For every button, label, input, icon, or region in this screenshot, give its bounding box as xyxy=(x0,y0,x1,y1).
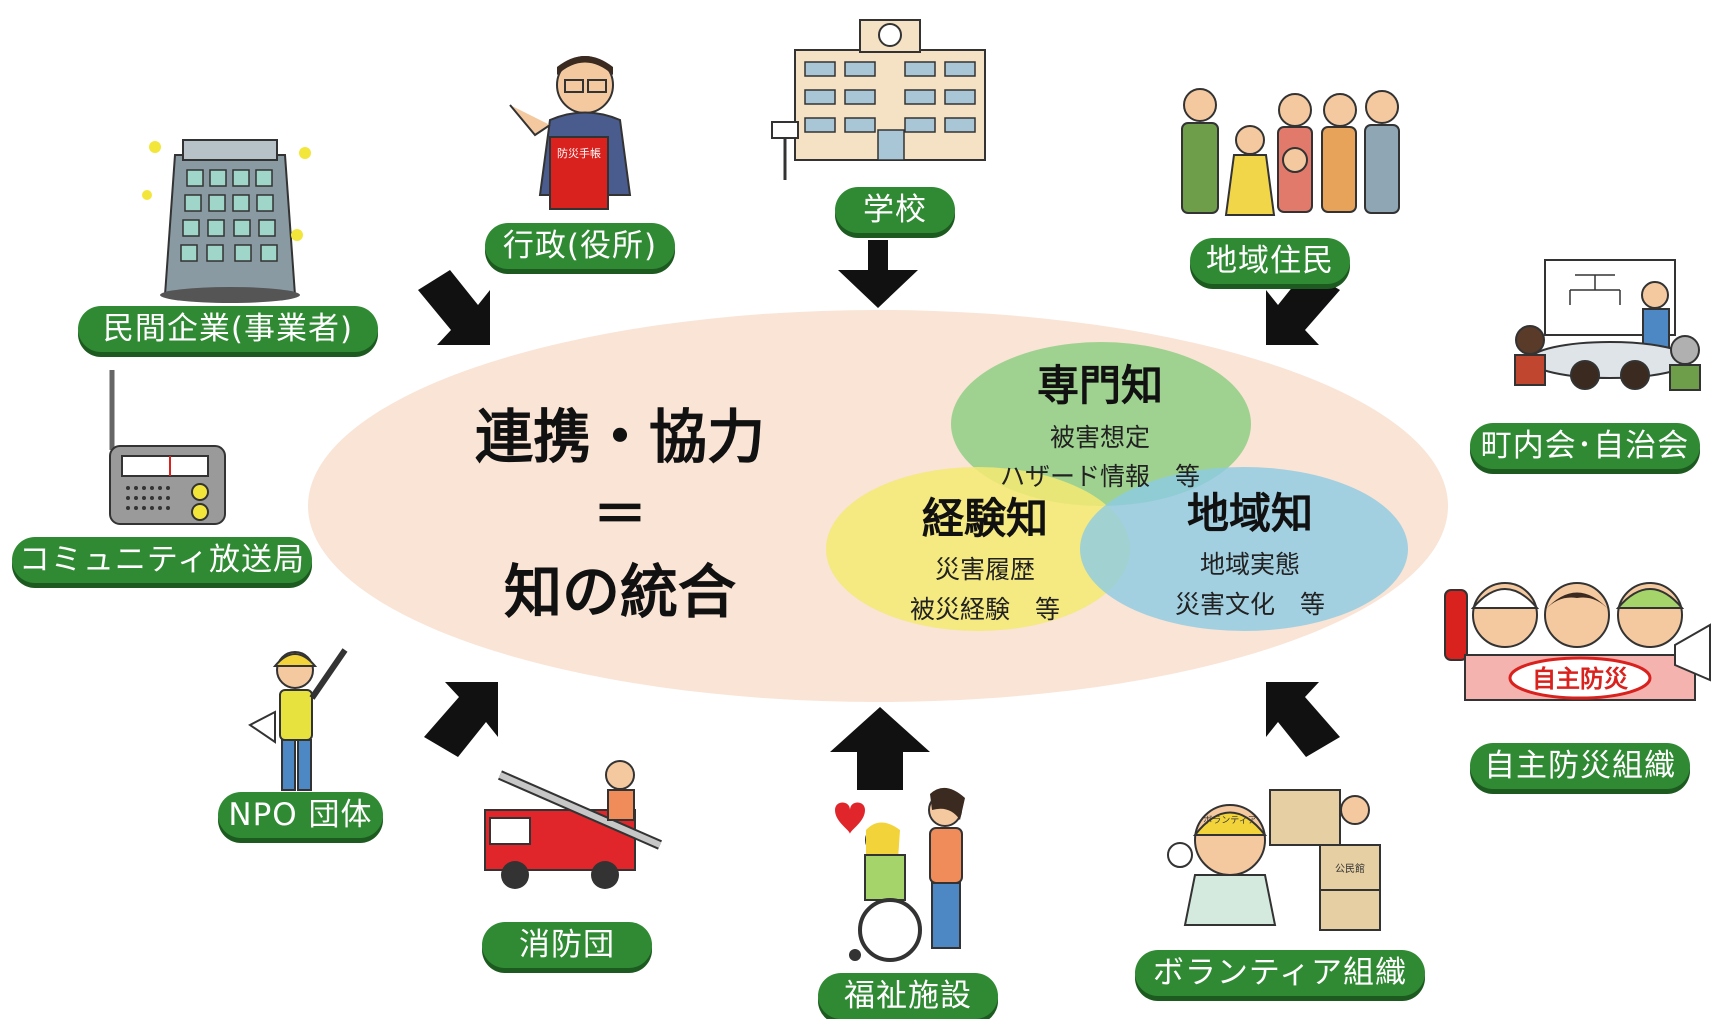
center-title-equals: ＝ xyxy=(593,483,647,546)
tag-administration: 行政(役所) xyxy=(485,223,675,269)
venn-circle-senmon xyxy=(951,342,1251,506)
center-title-togo: 知の統合 xyxy=(503,558,736,626)
venn-title-chiiki: 地域知 xyxy=(1186,489,1313,538)
wheelchair-care-icon xyxy=(835,787,965,962)
office-building-icon xyxy=(142,139,311,303)
venn-item-keiken-1: 災害履歴 xyxy=(934,555,1035,584)
helmet-label: ボランティア xyxy=(1203,815,1256,826)
community-meeting-icon xyxy=(1514,259,1701,391)
tag-residents: 地域住民 xyxy=(1190,238,1350,284)
arrow-welfare xyxy=(830,707,930,790)
volunteer-disaster-team-icon: 自主防災 xyxy=(1444,582,1711,701)
volunteer-worker-icon: 公民館 ボランティア xyxy=(1167,789,1381,931)
venn-item-senmon-2: ハザード情報 等 xyxy=(999,462,1200,491)
venn-item-keiken-2: 被災経験 等 xyxy=(909,595,1060,624)
box-label: 公民館 xyxy=(1335,862,1365,875)
arrow-school xyxy=(838,240,918,308)
tag-school: 学校 xyxy=(835,187,955,233)
center-title-renkei: 連携・協力 xyxy=(474,403,765,471)
radio-icon xyxy=(109,370,226,525)
venn-item-chiiki-2: 災害文化 等 xyxy=(1174,590,1325,619)
tag-npo: NPO 団体 xyxy=(218,792,383,838)
venn-item-senmon-1: 被害想定 xyxy=(1049,423,1150,452)
tag-fire-brigade: 消防団 xyxy=(482,922,652,968)
arrows xyxy=(418,240,1340,790)
venn-title-senmon: 専門知 xyxy=(1036,361,1163,410)
tag-voluntary-disaster-org: 自主防災組織 xyxy=(1470,743,1690,789)
venn-item-chiiki-1: 地域実態 xyxy=(1199,550,1300,579)
badge-label: 自主防災 xyxy=(1532,665,1629,693)
handbook-label: 防災手帳 xyxy=(557,146,601,160)
tag-volunteer-org: ボランティア組織 xyxy=(1135,950,1425,996)
arrow-fire xyxy=(424,682,498,757)
venn-title-keiken: 経験知 xyxy=(921,494,1048,543)
residents-group-icon xyxy=(1181,88,1400,216)
fire-truck-icon xyxy=(484,760,663,889)
venn-circle-chiiki xyxy=(1080,467,1408,631)
tag-community-radio: コミュニティ放送局 xyxy=(12,537,312,583)
npo-worker-icon xyxy=(248,648,348,791)
arrow-volunteer xyxy=(1266,682,1340,757)
arrow-residents xyxy=(1266,270,1340,345)
venn-circle-keiken xyxy=(826,467,1130,631)
school-building-icon xyxy=(771,19,986,180)
tag-neighborhood-association: 町内会･自治会 xyxy=(1470,423,1700,469)
official-with-handbook-icon: 防災手帳 xyxy=(509,56,632,210)
arrow-admin xyxy=(418,270,490,345)
tag-welfare-facility: 福祉施設 xyxy=(818,973,998,1019)
tag-private-company: 民間企業(事業者) xyxy=(78,306,378,352)
